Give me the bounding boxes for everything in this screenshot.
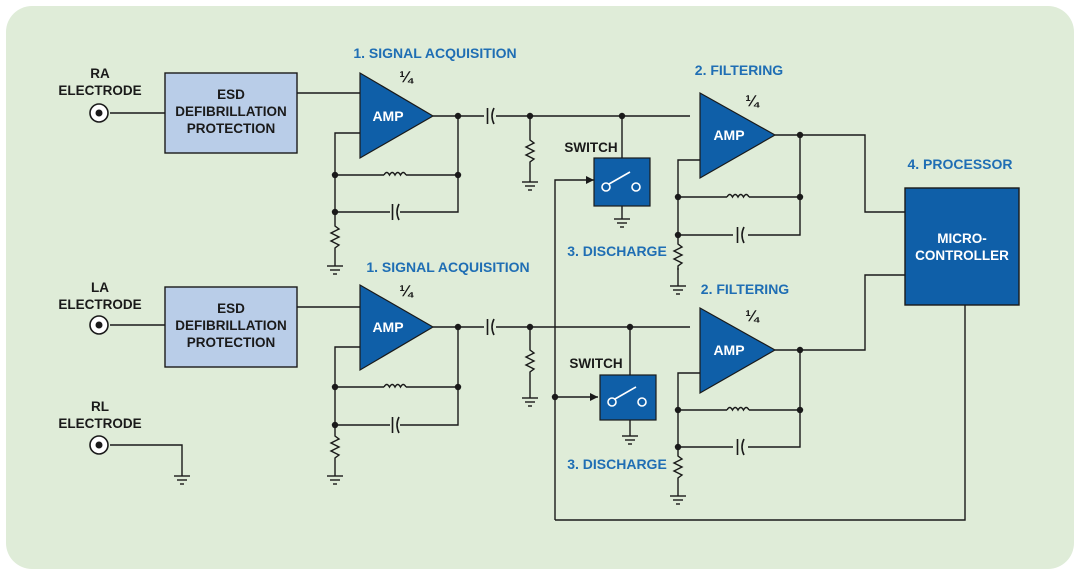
rl-electrode-jack-icon [89, 435, 109, 455]
filter-capacitor-2 [736, 438, 745, 456]
feedback-capacitor-1 [391, 203, 400, 221]
la-electrode-jack-icon [89, 315, 109, 335]
esd-label-3b: PROTECTION [187, 335, 276, 350]
arrow-switch-1 [586, 176, 594, 184]
junction-dots [331, 112, 804, 451]
feedback-capacitor-2 [391, 416, 400, 434]
stage-signal-acquisition-2: 1. SIGNAL ACQUISITION [366, 259, 529, 275]
filter-inductor-1 [726, 193, 750, 198]
amp-filter-2 [699, 306, 777, 395]
amp-filter-1 [699, 91, 777, 180]
esd-block-la [164, 286, 298, 368]
amp-label: AMP [713, 342, 744, 358]
rl-electrode-label-2: ELECTRODE [58, 416, 141, 431]
stage-filtering-2: 2. FILTERING [701, 281, 790, 297]
discharge-switch-2 [599, 374, 657, 421]
resistor-amp-1 [330, 221, 340, 253]
coupling-capacitor-1 [486, 107, 495, 125]
coupling-capacitor-2 [486, 318, 495, 336]
la-electrode-label: LA [91, 280, 109, 295]
microcontroller-block [904, 187, 1020, 306]
feedback-inductor-1 [383, 171, 407, 176]
feedback-inductor-2 [383, 383, 407, 388]
switch-label-1: SWITCH [564, 140, 617, 155]
esd-block-ra [164, 72, 298, 154]
quarter-label: ¼ [745, 308, 760, 325]
microcontroller-label-2: CONTROLLER [915, 248, 1009, 263]
rl-electrode-label: RL [91, 399, 109, 414]
esd-label-2: DEFIBRILLATION [175, 104, 287, 119]
quarter-label: ¼ [399, 69, 414, 86]
stage-filtering-1: 2. FILTERING [695, 62, 784, 78]
stage-discharge-1: 3. DISCHARGE [567, 243, 667, 259]
amp-acquisition-1 [359, 71, 435, 160]
resistor-filter-1 [673, 239, 683, 271]
wiring [110, 92, 966, 521]
ra-electrode-label: RA [90, 66, 110, 81]
quarter-label: ¼ [745, 93, 760, 110]
arrow-switch-2 [590, 393, 598, 401]
stage-signal-acquisition-1: 1. SIGNAL ACQUISITION [353, 45, 516, 61]
esd-label-1: ESD [217, 87, 245, 102]
esd-label-1b: ESD [217, 301, 245, 316]
ra-electrode-label-2: ELECTRODE [58, 83, 141, 98]
esd-label-2b: DEFIBRILLATION [175, 318, 287, 333]
resistor-filter-2 [673, 451, 683, 483]
filter-inductor-2 [726, 406, 750, 411]
microcontroller-label-1: MICRO- [937, 231, 987, 246]
resistor-gnd-2 [525, 345, 535, 377]
resistor-amp-2 [330, 431, 340, 463]
stage-processor: 4. PROCESSOR [907, 156, 1012, 172]
la-electrode-label-2: ELECTRODE [58, 297, 141, 312]
esd-label-3: PROTECTION [187, 121, 276, 136]
amp-label: AMP [372, 108, 403, 124]
quarter-label: ¼ [399, 283, 414, 300]
filter-capacitor-1 [736, 226, 745, 244]
ra-electrode-jack-icon [89, 103, 109, 123]
stage-discharge-2: 3. DISCHARGE [567, 456, 667, 472]
switch-label-2: SWITCH [569, 356, 622, 371]
amp-label: AMP [372, 319, 403, 335]
discharge-switch-1 [593, 157, 651, 207]
amp-acquisition-2 [359, 283, 435, 372]
resistor-gnd-1 [525, 135, 535, 167]
amp-label: AMP [713, 127, 744, 143]
